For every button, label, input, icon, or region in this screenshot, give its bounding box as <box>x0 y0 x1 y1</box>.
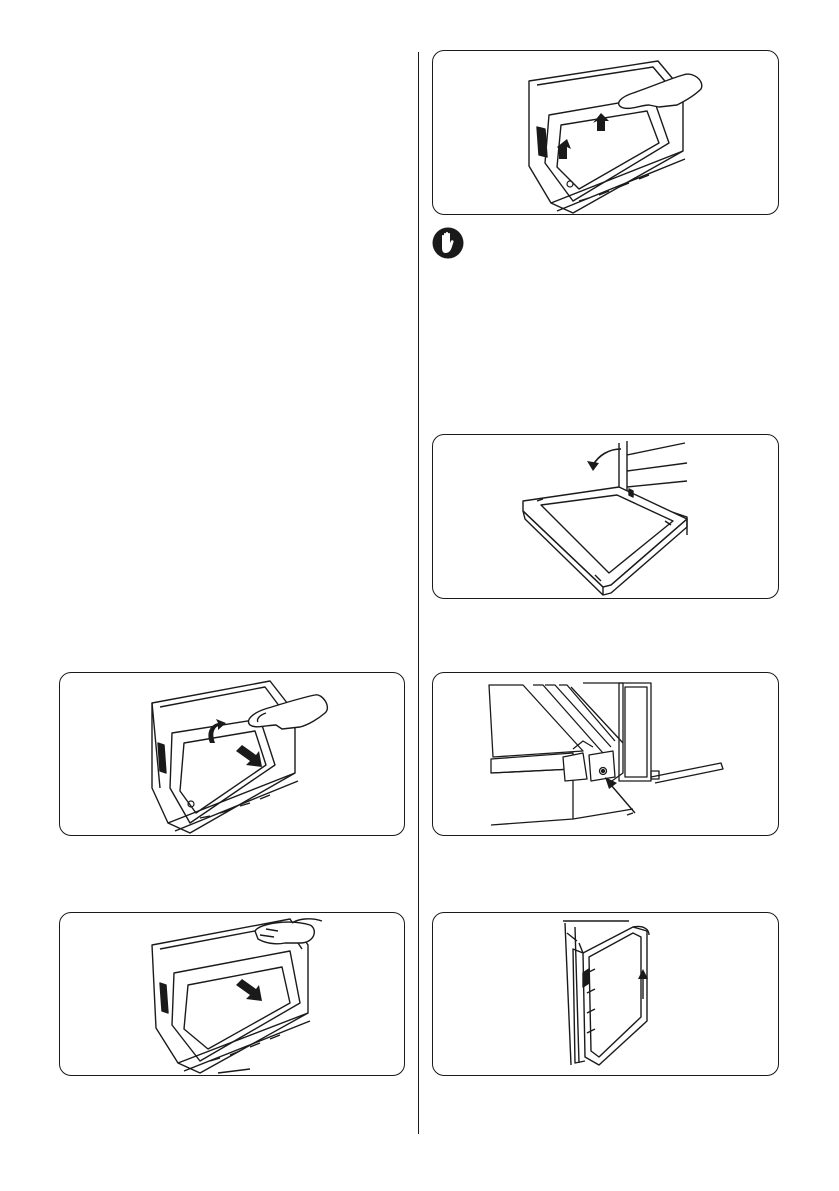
column-divider <box>418 52 419 1134</box>
figure-door-close-arrow <box>432 434 779 599</box>
door-tilt-illustration <box>433 435 779 599</box>
hand-slide-glass-illustration <box>60 913 405 1076</box>
figure-door-lift-off <box>432 912 779 1076</box>
hinge-clip-illustration <box>433 673 779 836</box>
hand-lift-glass-illustration <box>60 673 405 836</box>
stop-hand-icon <box>432 227 464 259</box>
figure-hinge-lock-detail <box>432 672 779 836</box>
figure-inner-glass-slide-out <box>59 912 405 1076</box>
door-lift-illustration <box>433 913 779 1076</box>
figure-glass-lift-arrows <box>432 50 779 215</box>
hand-lift-glass-detail-illustration <box>433 51 779 215</box>
figure-remove-inner-glass-lift <box>59 672 405 836</box>
